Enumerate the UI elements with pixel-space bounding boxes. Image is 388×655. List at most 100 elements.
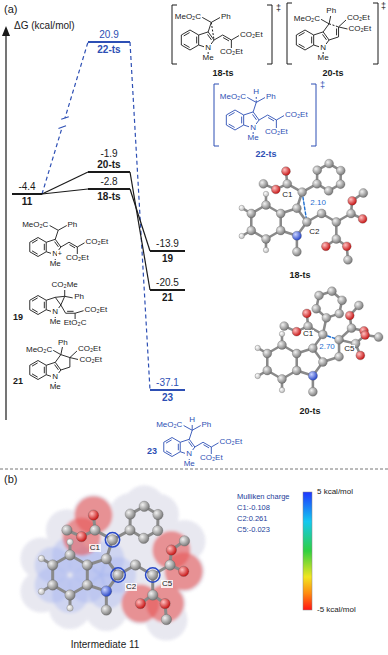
atom-ball [179, 536, 189, 546]
bond-line [184, 426, 193, 431]
bond-line [38, 310, 46, 315]
atom-label: N [185, 450, 193, 459]
atom-label: CO₂Et [65, 254, 90, 263]
atom-ball [335, 309, 344, 318]
atom-ball [347, 324, 356, 333]
bond-line [207, 34, 211, 40]
ball-and-stick-model [255, 287, 383, 396]
bond-line [192, 426, 201, 431]
bond-line [252, 114, 256, 120]
bond-line [30, 310, 38, 315]
bond-line [244, 112, 254, 115]
energy-level-bar [88, 188, 130, 190]
atom-ball [263, 349, 272, 358]
atom-ball [361, 331, 370, 340]
energy-level-bar [150, 250, 185, 252]
bond-line [311, 37, 312, 44]
atom-label: Ph [265, 93, 277, 102]
bond-line [29, 242, 30, 252]
atom-ball [263, 366, 272, 375]
bond-line [322, 34, 326, 40]
bond-line [211, 22, 214, 40]
energy-value: -20.5 [156, 277, 179, 288]
atom-highlight [146, 568, 160, 582]
atom-ball [62, 525, 72, 535]
compound-number: 23 [146, 447, 158, 457]
atom-ball [332, 218, 341, 227]
bond-line [38, 296, 46, 301]
atom-ball [342, 242, 351, 251]
atom-label: Ph [325, 7, 337, 16]
atom-ball [292, 349, 301, 358]
bond-line [299, 44, 305, 47]
bond-line [55, 239, 61, 247]
bond-line [296, 45, 305, 50]
atom-ball [90, 525, 100, 535]
bond-line [69, 245, 75, 248]
atom-ball [279, 387, 284, 392]
bond-line [38, 238, 46, 243]
bond-line [61, 296, 65, 305]
energy-level: -37.123 [150, 377, 185, 403]
atom-ball [338, 296, 347, 305]
bond-line [30, 296, 38, 301]
bond-line [164, 452, 172, 457]
atom-ball [317, 209, 326, 218]
species-label: 18-ts [97, 191, 120, 202]
atom-ball [65, 550, 75, 560]
bond-line [46, 365, 47, 375]
atom-ball [324, 186, 333, 195]
bond-line [46, 362, 55, 365]
axis-title: ΔG (kcal/mol) [13, 20, 76, 31]
bond-line [195, 442, 203, 447]
atom-ball [336, 166, 345, 175]
bond-line [247, 97, 256, 102]
bond-line [329, 37, 339, 40]
atom-label: CO₂Et [346, 14, 371, 23]
atom-ball [65, 590, 75, 600]
atom-ball [308, 371, 317, 380]
bond-line [305, 45, 314, 50]
bond-line [38, 375, 46, 380]
atom-label: H [188, 416, 196, 425]
distance-label: 2.10 [309, 199, 327, 208]
panel-label: (b) [3, 473, 18, 485]
scale-label: -5 kcal/mol [316, 606, 357, 615]
atom-ball [38, 588, 44, 594]
bond-line [32, 374, 38, 377]
energy-axis [5, 32, 6, 420]
bond-line [211, 443, 218, 447]
bond-line [211, 17, 220, 22]
color-scale-bar [303, 492, 312, 610]
atom-ball [278, 341, 287, 350]
break-mark [61, 117, 69, 120]
bond-line [65, 296, 73, 298]
atom-label: CO₂Me [51, 281, 79, 290]
bond-line [29, 365, 30, 375]
charge-sign: + [57, 250, 63, 258]
scale-label: 5 kcal/mol [316, 488, 354, 497]
bond-line [30, 361, 38, 366]
bond-line [190, 30, 199, 35]
bond-line [32, 251, 38, 254]
atom-ball [321, 242, 330, 251]
atom-ball [247, 226, 256, 235]
atom-ball [165, 560, 175, 570]
bond-line [55, 355, 61, 363]
compound-number: 20-ts [298, 407, 321, 417]
reaction-path [42, 189, 88, 194]
atom-label: Ph [201, 421, 213, 430]
atom-ball [354, 301, 363, 310]
atom-label: CO₂Et [219, 48, 244, 57]
bond-line [55, 297, 61, 305]
atom-ball [347, 209, 356, 218]
bond-line [184, 33, 190, 36]
atom-ball [312, 304, 321, 313]
atom-ball [276, 226, 285, 235]
bond-line [184, 44, 190, 47]
bond-line [226, 110, 235, 115]
bond-line [61, 305, 66, 313]
species-label: 20-ts [97, 159, 120, 170]
bond-line [46, 297, 55, 300]
bond-line [29, 300, 30, 310]
